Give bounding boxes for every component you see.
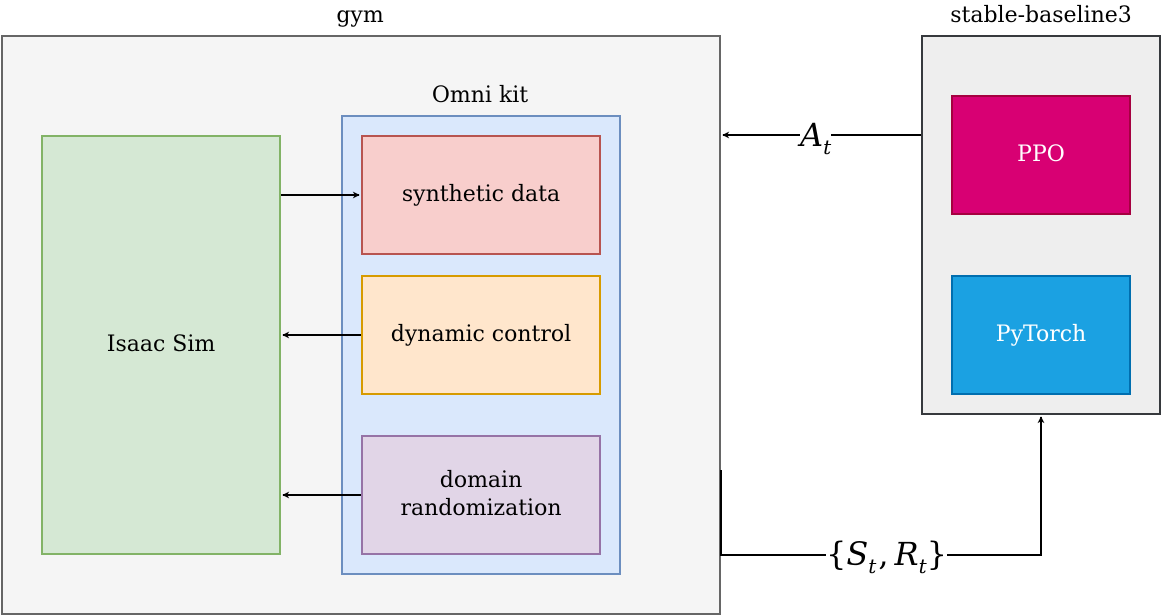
action-label: At — [800, 115, 832, 157]
dynamic-control-node: dynamic control — [361, 275, 601, 395]
state-symbol: S — [846, 535, 869, 573]
ppo-node: PPO — [951, 95, 1131, 215]
synthetic-data-label: synthetic data — [401, 182, 561, 207]
isaac-sim-label: Isaac Sim — [106, 332, 216, 357]
synthetic-data-node: synthetic data — [361, 135, 601, 255]
stable-baseline-title: stable-baseline3 — [950, 3, 1132, 28]
omni-kit-title: Omni kit — [431, 83, 529, 108]
state-subscript: t — [868, 554, 877, 578]
domain-randomization-node: domain randomization — [361, 435, 601, 555]
state-reward-close: } — [926, 535, 947, 573]
action-symbol: A — [800, 116, 824, 154]
action-subscript: t — [823, 135, 832, 159]
pytorch-node: PyTorch — [951, 275, 1131, 395]
gym-title: gym — [336, 3, 384, 28]
ppo-label: PPO — [1017, 142, 1065, 167]
reward-subscript: t — [918, 554, 927, 578]
isaac-sim-node: Isaac Sim — [41, 135, 281, 555]
pytorch-label: PyTorch — [995, 322, 1087, 347]
state-reward-sep: , — [878, 535, 889, 573]
reward-symbol: R — [894, 535, 919, 573]
domain-randomization-label: domain randomization — [400, 468, 562, 521]
state-reward-open: { — [826, 535, 847, 573]
dynamic-control-label: dynamic control — [390, 322, 572, 347]
state-reward-label: {St,Rt} — [826, 534, 947, 576]
